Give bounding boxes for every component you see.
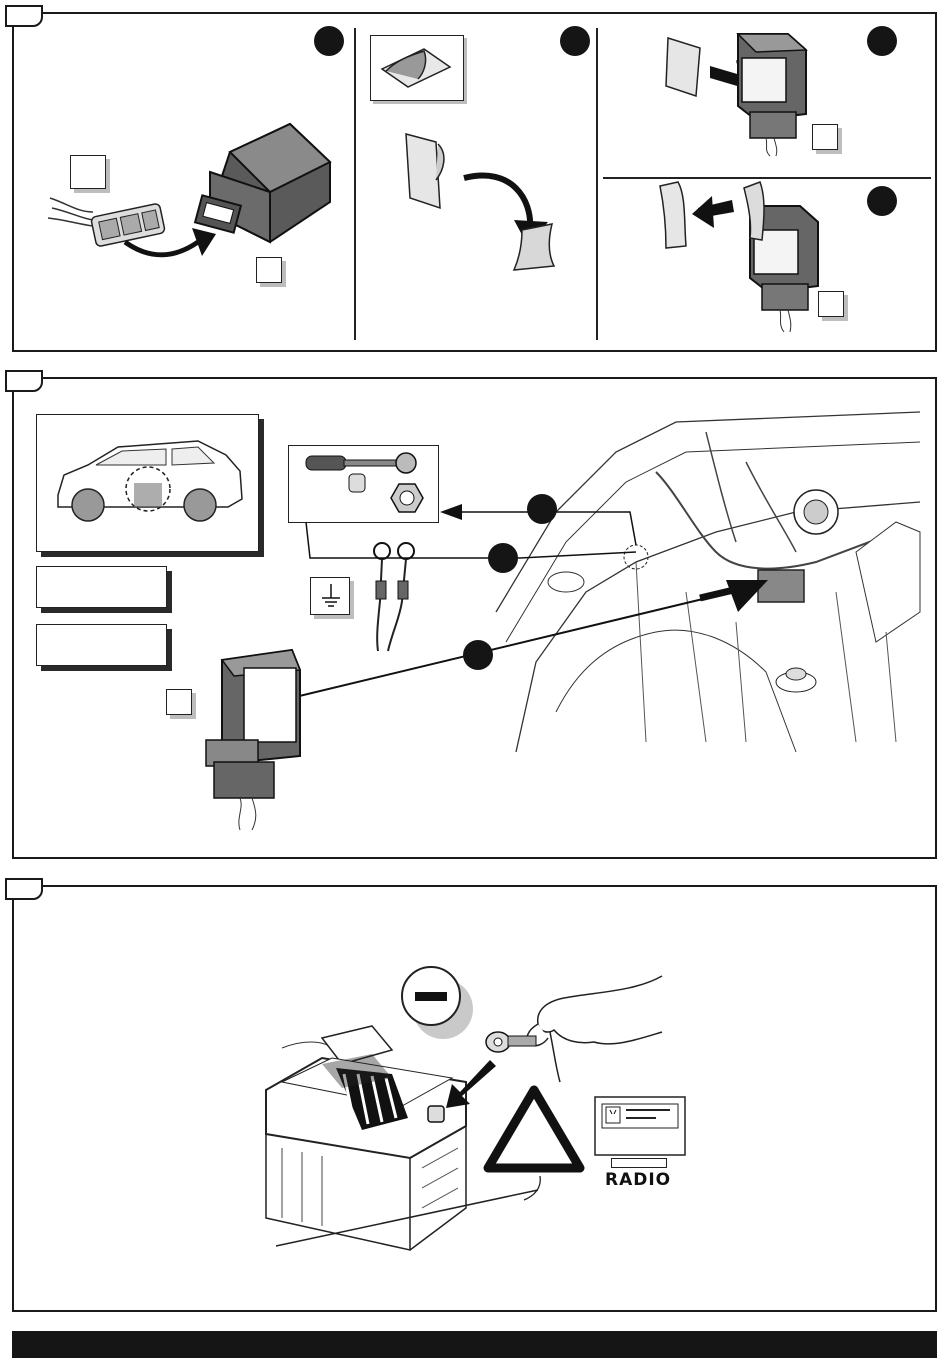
step-marker [463,640,493,670]
hand-icon [484,972,664,1082]
battery-icon [262,1018,502,1250]
warning-triangle-icon [484,1084,584,1184]
radio-icon [594,1096,686,1158]
control-module-icon [200,640,310,830]
step-3-tab [5,878,43,900]
radio-slot [611,1158,667,1168]
step-marker [488,543,518,573]
radio-label: RADIO [605,1170,671,1190]
step-marker [527,494,557,524]
footer-bar [12,1331,937,1358]
label-box [166,689,192,715]
minus-icon [401,966,461,1026]
